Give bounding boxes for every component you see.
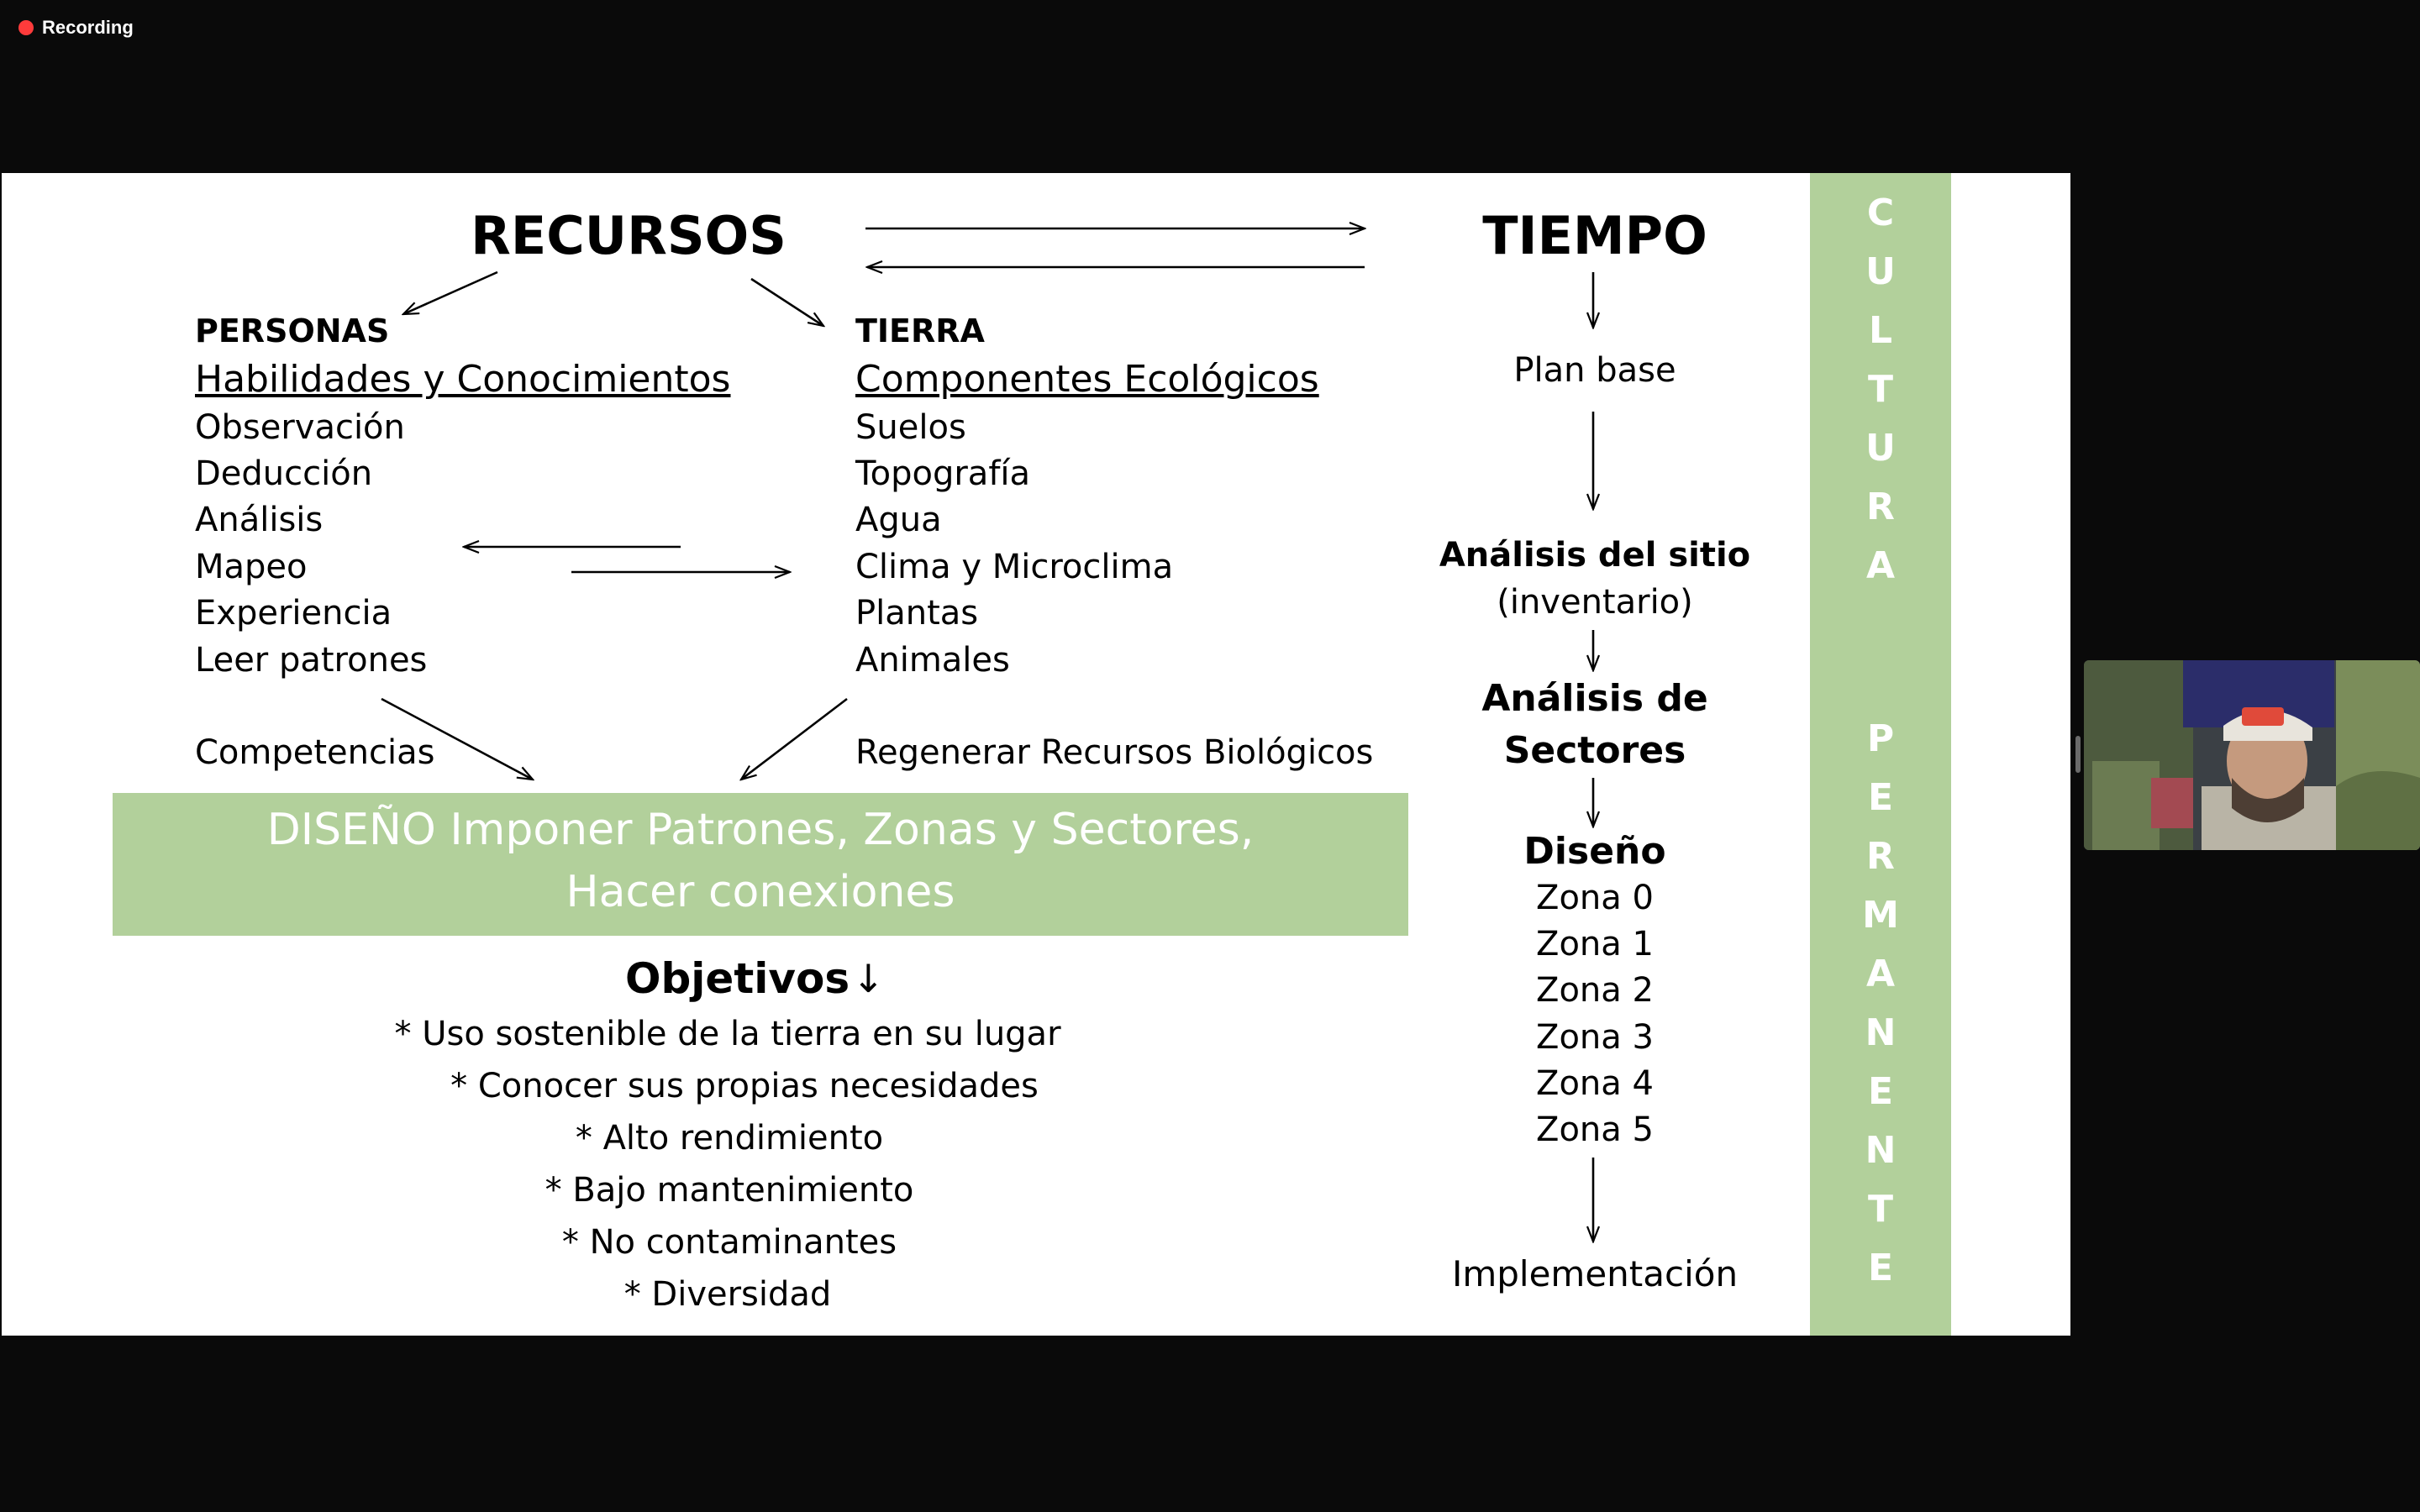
vertical-letter: P	[1866, 717, 1895, 760]
vertical-letter: A	[1865, 953, 1896, 995]
vertical-letter: T	[1867, 1188, 1894, 1231]
arrow-personas-to-diseno	[381, 697, 533, 780]
tiempo-heading: TIEMPO	[1482, 205, 1707, 266]
shared-slide: RECURSOS TIEMPO PERSONAS Habilidades y C…	[2, 173, 2070, 1336]
tierra-item: Agua	[855, 501, 942, 539]
plan-base: Plan base	[1513, 351, 1676, 390]
tierra-item: Topografía	[855, 454, 1031, 493]
diseno-heading: Diseño	[1523, 830, 1666, 873]
participant-video[interactable]	[2084, 660, 2420, 850]
analisis-sectores-line-2: Sectores	[1503, 729, 1686, 772]
zona-item: Zona 0	[1536, 879, 1654, 917]
zona-item: Zona 4	[1536, 1064, 1654, 1103]
tierra-item: Plantas	[855, 594, 979, 633]
diseno-line-1: DISEÑO Imponer Patrones, Zonas y Sectore…	[266, 805, 1255, 855]
personas-item: Mapeo	[195, 548, 308, 586]
inventario: (inventario)	[1497, 583, 1693, 622]
vertical-letter: M	[1862, 894, 1899, 937]
zona-item: Zona 5	[1536, 1110, 1654, 1149]
recording-dot-icon	[18, 20, 34, 35]
cultura-permanente-bar: C U L T U R A P E R M A N E N T E	[1810, 173, 1951, 1336]
recording-label: Recording	[42, 17, 134, 38]
vertical-letter: R	[1866, 486, 1895, 528]
panel-resize-handle[interactable]	[2075, 736, 2081, 773]
personas-item: Deducción	[195, 454, 373, 493]
personas-subheading: Habilidades y Conocimientos	[195, 358, 731, 401]
objetivo-item: * Bajo mantenimiento	[544, 1171, 914, 1210]
vertical-letter: E	[1867, 1070, 1894, 1113]
vertical-letter: R	[1866, 835, 1895, 878]
personas-item: Observación	[195, 408, 405, 447]
analisis-sitio: Análisis del sitio	[1439, 536, 1751, 575]
personas-item: Leer patrones	[195, 641, 428, 680]
tierra-item: Animales	[855, 641, 1010, 680]
vertical-letter: E	[1867, 1247, 1894, 1289]
objetivos-arrow-icon: ↓	[852, 956, 885, 1001]
vertical-letter: N	[1865, 1011, 1897, 1054]
arrow-tierra-to-diseno	[741, 697, 848, 780]
zona-item: Zona 3	[1536, 1018, 1654, 1057]
recording-indicator: Recording	[18, 15, 134, 40]
personas-heading: PERSONAS	[195, 312, 390, 349]
tierra-item: Clima y Microclima	[855, 548, 1174, 586]
vertical-letter: A	[1865, 544, 1896, 587]
zona-item: Zona 1	[1536, 925, 1654, 963]
personas-item: Análisis	[195, 501, 324, 539]
recursos-heading: RECURSOS	[471, 205, 786, 266]
arrow-recursos-to-personas	[403, 270, 498, 314]
tierra-subheading: Componentes Ecológicos	[855, 358, 1319, 401]
vertical-letter: T	[1867, 368, 1894, 411]
vertical-letter: C	[1866, 192, 1895, 234]
personas-item: Experiencia	[195, 594, 392, 633]
tierra-heading: TIERRA	[855, 312, 985, 349]
objetivo-item: * No contaminantes	[561, 1223, 897, 1262]
tierra-item: Suelos	[855, 408, 966, 447]
zona-item: Zona 2	[1536, 971, 1654, 1010]
objetivo-item: * Diversidad	[623, 1275, 832, 1314]
participant-video-image	[2084, 660, 2420, 850]
tierra-result: Regenerar Recursos Biológicos	[855, 733, 1374, 772]
objetivos-heading: Objetivos	[625, 954, 850, 1003]
vertical-letter: N	[1865, 1129, 1897, 1172]
diseno-line-2: Hacer conexiones	[566, 867, 955, 917]
objetivo-item: * Conocer sus propias necesidades	[450, 1067, 1039, 1105]
implementacion: Implementación	[1451, 1253, 1739, 1294]
vertical-letter: U	[1865, 250, 1896, 293]
objetivo-item: * Alto rendimiento	[575, 1119, 884, 1158]
vertical-letter: L	[1868, 309, 1893, 352]
diagram-arrows	[381, 173, 2070, 1336]
diseno-band: DISEÑO Imponer Patrones, Zonas y Sectore…	[113, 793, 1408, 936]
vertical-letter: E	[1867, 776, 1894, 819]
analisis-sectores-line-1: Análisis de	[1481, 677, 1708, 720]
vertical-letter: U	[1865, 427, 1896, 470]
objetivo-item: * Uso sostenible de la tierra en su luga…	[394, 1015, 1061, 1053]
arrow-recursos-to-tierra	[750, 277, 823, 326]
personas-result: Competencias	[195, 733, 435, 772]
